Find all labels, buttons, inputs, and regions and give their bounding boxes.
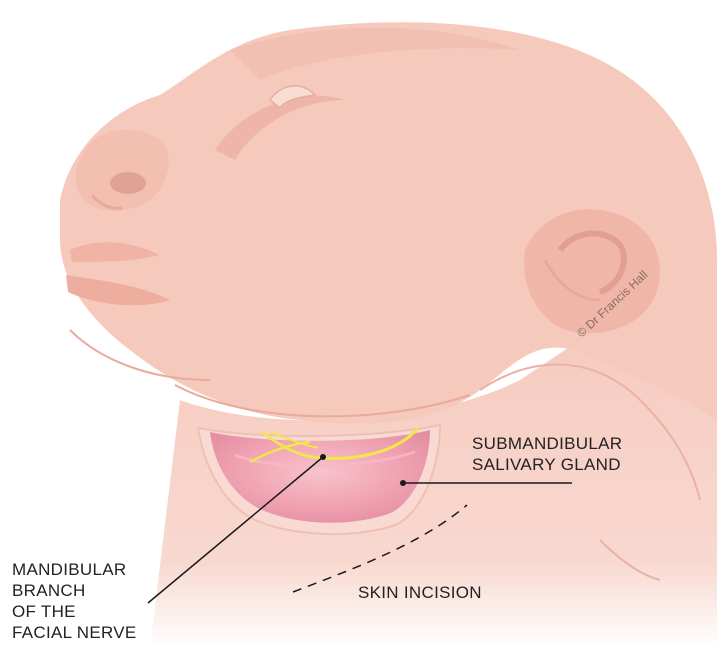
nerve-label-line-4: FACIAL NERVE bbox=[12, 622, 137, 643]
gland-label: SUBMANDIBULAR SALIVARY GLAND bbox=[472, 433, 622, 475]
nerve-label-line-1: MANDIBULAR bbox=[12, 559, 137, 580]
nerve-label-line-3: OF THE bbox=[12, 601, 137, 622]
gland-label-line-1: SUBMANDIBULAR bbox=[472, 433, 622, 454]
nerve-label: MANDIBULAR BRANCH OF THE FACIAL NERVE bbox=[12, 559, 137, 643]
nerve-label-line-2: BRANCH bbox=[12, 580, 137, 601]
nostril bbox=[110, 172, 146, 194]
gland-label-line-2: SALIVARY GLAND bbox=[472, 454, 622, 475]
incision-label: SKIN INCISION bbox=[358, 582, 482, 603]
